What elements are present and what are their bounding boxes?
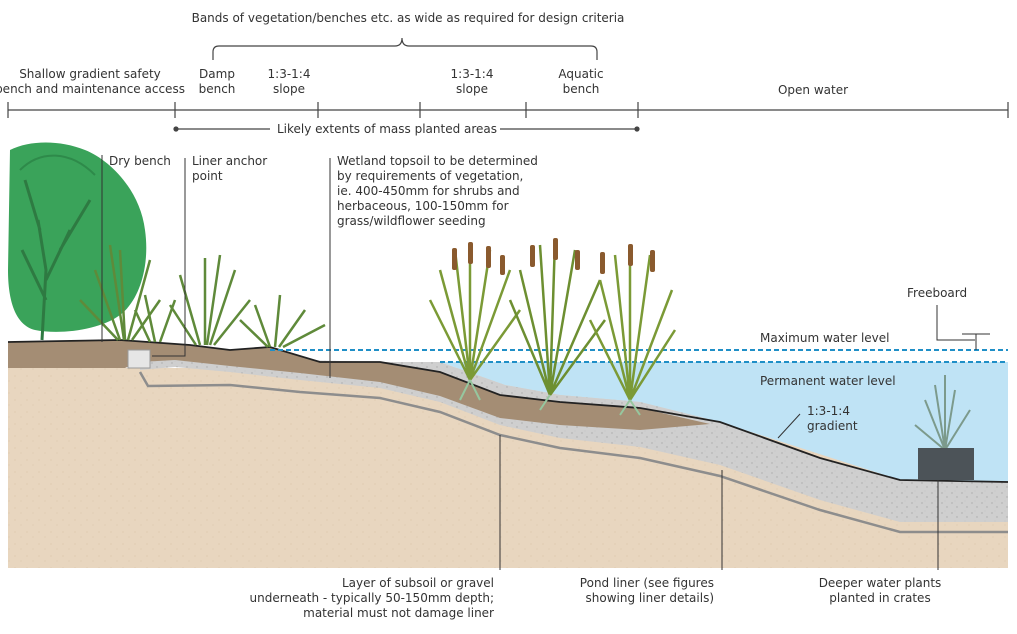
text-line: Freeboard (907, 286, 967, 300)
text-line: gradient (807, 419, 858, 433)
text-line: ie. 400-450mm for shrubs and (337, 184, 520, 198)
maximum-water-level-label: Maximum water level (760, 331, 889, 345)
text-line: Wetland topsoil to be determined (337, 154, 538, 168)
text-line: 1:3-1:4 (451, 67, 494, 81)
text-line: Liner anchor (192, 154, 267, 168)
freeboard-callout: Freeboard (907, 286, 967, 300)
mass-planted-ruler (173, 126, 640, 132)
text-line: 1:3-1:4 (268, 67, 311, 81)
text-line: bench and maintenance access (0, 82, 185, 96)
text-line: Aquatic (558, 67, 603, 81)
text-line: 1:3-1:4 (807, 404, 850, 418)
text-line: Damp (199, 67, 235, 81)
text-line: point (192, 169, 223, 183)
grass-clumps-left (79, 244, 326, 349)
text-line: Deeper water plants (819, 576, 942, 590)
text-line: bench (199, 82, 236, 96)
liner-anchor-block (127, 349, 151, 369)
text-line: slope (273, 82, 305, 96)
text-line: bench (563, 82, 600, 96)
text-line: planted in crates (829, 591, 930, 605)
bands-brace (212, 37, 598, 60)
text-line: material must not damage liner (303, 606, 494, 620)
reed-clumps (428, 239, 677, 416)
tree-icon (8, 142, 147, 341)
text-line: Pond liner (see figures (580, 576, 714, 590)
ground-surface-line (7, 339, 1009, 483)
pond-water (440, 362, 1008, 482)
text-line: by requirements of vegetation, (337, 169, 523, 183)
permanent-water-level-label: Permanent water level (760, 374, 896, 388)
text-line: underneath - typically 50-150mm depth; (249, 591, 494, 605)
zone-open-water-label: Open water (778, 83, 848, 97)
text-line: grass/wildflower seeding (337, 214, 486, 228)
gravel-texture (140, 358, 1008, 522)
mass-planted-label: Likely extents of mass planted areas (277, 122, 497, 136)
text-line: herbaceous, 100-150mm for (337, 199, 509, 213)
zone-ruler (7, 102, 1009, 118)
text-line: showing liner details) (586, 591, 714, 605)
text-line: Shallow gradient safety (19, 67, 161, 81)
text-line: Permanent water level (760, 374, 896, 388)
text-line: Dry bench (109, 154, 171, 168)
dry-bench-callout: Dry bench (109, 154, 171, 168)
topsoil-layer (8, 340, 710, 430)
text-line: Maximum water level (760, 331, 889, 345)
bands-label: Bands of vegetation/benches etc. as wide… (192, 11, 625, 25)
text-line: Open water (778, 83, 848, 97)
leader-lines (101, 155, 990, 570)
text-line: slope (456, 82, 488, 96)
plant-crate-icon (914, 375, 974, 480)
text-line: Layer of subsoil or gravel (342, 576, 494, 590)
cattail-heads (452, 238, 655, 275)
